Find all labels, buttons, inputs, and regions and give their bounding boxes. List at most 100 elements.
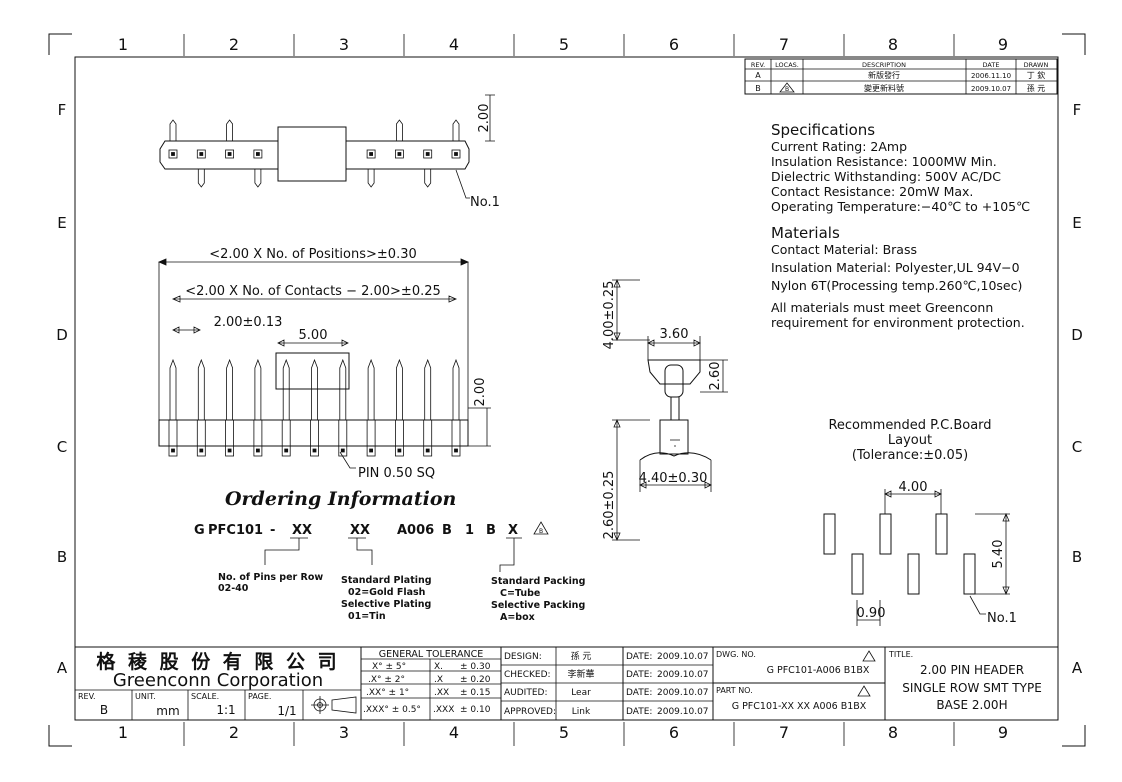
zone-col-label: 2 [229, 35, 239, 54]
zone-col-label: 8 [888, 35, 898, 54]
dim-side-foot: 4.40±0.30 [639, 471, 708, 486]
unit-label: UNIT. [135, 692, 156, 701]
top-view-pin-core [171, 152, 175, 156]
top-view-lead [197, 169, 205, 188]
rev-value: B [100, 703, 108, 717]
zone-row-label: F [1073, 101, 1082, 119]
zone-col-label: 1 [118, 35, 128, 54]
order-code-part: PFC101 [208, 523, 263, 538]
pcb-pad [823, 513, 836, 555]
pcb-pad [907, 553, 920, 595]
top-view-outline [159, 140, 470, 170]
front-view-pin-core [227, 448, 232, 453]
zone-row-label: C [57, 438, 67, 456]
scale-value: 1:1 [216, 703, 235, 717]
title-block: 格 稜 股 份 有 限 公 司 Greenconn Corporation RE… [75, 646, 1058, 720]
revision-triangle-icon [533, 521, 549, 535]
zone-row-label: C [1072, 438, 1082, 456]
top-view-lead [367, 169, 375, 188]
front-view-pin-core [454, 448, 458, 453]
top-view-pin-core [255, 152, 260, 156]
date-label: DATE: [626, 670, 652, 680]
material-line: Contact Material: Brass [771, 242, 917, 257]
top-view-pin [423, 149, 433, 159]
front-view-pin-core [199, 448, 204, 453]
order-note: No. of Pins per Row [218, 572, 323, 583]
front-view-pin-core [425, 448, 430, 453]
rev-cell: 丁 欽 [1027, 70, 1046, 80]
top-view-pin-core [199, 152, 204, 156]
material-line: requirement for environment protection. [771, 315, 1025, 330]
dim-side-bottom: 2.60±0.25 [602, 471, 617, 540]
pcb-layout-tolerance: (Tolerance:±0.05) [852, 448, 968, 463]
pcb-pad [963, 553, 976, 595]
front-view-pin-foot [168, 445, 178, 457]
front-view-pin-slot [310, 420, 319, 446]
rev-cell: 孫 元 [1027, 83, 1046, 93]
zone-row-label: D [56, 326, 68, 344]
pcb-dim-offset: 0.90 [857, 606, 886, 621]
zone-rows-right: F E D C B A [1071, 101, 1083, 677]
rev-header: DESCRIPTION [862, 61, 906, 69]
tol-decimal: .XX [434, 688, 449, 698]
zone-col-label: 5 [559, 723, 569, 742]
front-view-pin-slot [253, 420, 263, 446]
order-code-part: XX [350, 523, 370, 538]
order-note: 02=Gold Flash [348, 587, 426, 598]
order-note: Selective Plating [341, 599, 431, 610]
front-view-pin-slot [366, 420, 376, 446]
side-view: 4.00±0.25 3.60 2.60 4.40±0.30 2.60±0.25 [602, 278, 728, 542]
material-line: All materials must meet Greenconn [771, 300, 993, 315]
dim-positions: <2.00 X No. of Positions>±0.30 [209, 247, 417, 262]
dim-top-height: 2.00 [477, 104, 492, 133]
top-view-pin-core [227, 152, 232, 156]
tol-angle: .XX° ± 1° [366, 688, 409, 698]
date-label: DATE: [626, 688, 652, 698]
order-note: 02-40 [218, 583, 249, 594]
rev-cell: 變更新料號 [864, 83, 904, 93]
order-note: Selective Packing [491, 600, 585, 611]
zone-col-label: 6 [669, 723, 679, 742]
spec-line: Dielectric Withstanding: 500V AC/DC [771, 169, 1001, 184]
spec-line: Contact Resistance: 20mW Max. [771, 184, 973, 199]
order-rev-mark: B [539, 528, 543, 535]
pcb-pin1-label: No.1 [987, 611, 1017, 626]
tolerance-title: GENERAL TOLERANCE [379, 649, 484, 660]
order-code-part: - [270, 523, 275, 538]
date-value: 2009.10.07 [657, 688, 709, 698]
front-view-pin-foot [394, 445, 404, 457]
top-view-pin [225, 149, 235, 159]
pin-leader [339, 451, 356, 469]
zone-col-label: 3 [339, 35, 349, 54]
side-view-housing [647, 359, 701, 385]
order-code-part: X [508, 523, 518, 538]
front-view-pin-foot [196, 445, 206, 457]
sheet-corner-marks [48, 33, 1086, 747]
top-view-pin-core [454, 152, 458, 156]
date-value: 2009.10.07 [657, 707, 709, 717]
title-line: 2.00 PIN HEADER [920, 663, 1024, 677]
title-label: TITLE. [888, 650, 913, 659]
front-view-pin [226, 358, 233, 420]
front-view-pin [452, 358, 460, 420]
front-view-pin-slot [451, 420, 461, 446]
role-name: 李新華 [567, 668, 594, 680]
rev-cell: 新版發行 [868, 70, 900, 80]
front-view-pin-foot [423, 445, 433, 457]
zone-col-label: 4 [449, 723, 459, 742]
front-view-pin-slot [423, 420, 433, 446]
side-view-base [659, 419, 689, 455]
page-value: 1/1 [277, 704, 296, 718]
order-note: 01=Tin [348, 611, 386, 622]
part-number: G PFC101-XX XX A006 B1BX [732, 701, 867, 712]
order-note: Standard Packing [491, 576, 585, 587]
spec-line: Current Rating: 2Amp [771, 139, 907, 154]
zone-col-label: 7 [779, 723, 789, 742]
front-view-pin-core [284, 448, 289, 453]
zone-columns-bottom: 1 2 3 4 5 6 7 8 9 [118, 723, 1008, 742]
revision-table: REV. LOCAS. DESCRIPTION DATE DRAWN A 新版發… [744, 58, 1058, 95]
order-note: C=Tube [500, 588, 540, 599]
dim-side-top: 4.00±0.25 [602, 281, 617, 350]
pin1-label: No.1 [470, 195, 500, 210]
top-view-lead [452, 119, 460, 141]
